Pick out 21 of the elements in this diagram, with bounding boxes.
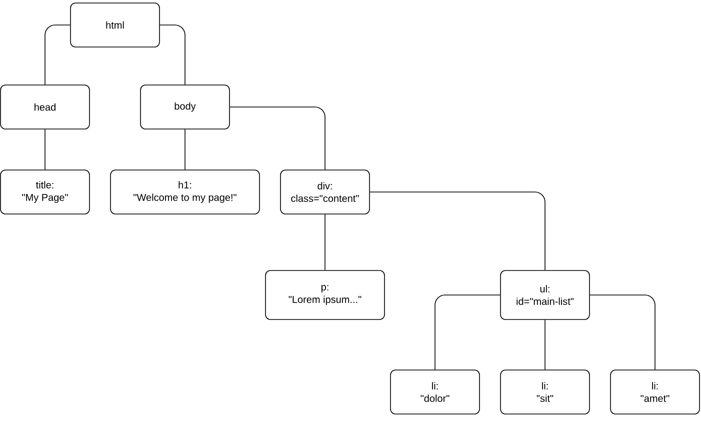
- tree-node-box: p: "Lorem ipsum...": [265, 270, 385, 320]
- tree-node-box: title: "My Page": [0, 170, 90, 214]
- connector-line: [230, 106, 326, 170]
- connector-line: [184, 129, 186, 170]
- connector-line: [44, 129, 46, 170]
- connector-line: [370, 192, 546, 270]
- connector-line: [44, 24, 70, 85]
- tree-node-box: head: [0, 84, 90, 130]
- connector-line: [544, 320, 546, 370]
- connector-line: [590, 294, 656, 370]
- tree-node-box: li: "amet": [610, 370, 700, 414]
- tree-node-box: h1: "Welcome to my page!": [110, 170, 260, 214]
- connector-line: [160, 24, 186, 85]
- tree-node-box: html: [70, 2, 160, 48]
- connector-line: [434, 294, 500, 370]
- tree-node-box: body: [140, 84, 230, 130]
- tree-node-box: ul: id="main-list": [500, 270, 590, 320]
- tree-node-box: li: "dolor": [390, 370, 480, 414]
- tree-node-box: div: class="content": [280, 170, 370, 214]
- connector-line: [324, 214, 326, 270]
- tree-node-box: li: "sit": [500, 370, 590, 414]
